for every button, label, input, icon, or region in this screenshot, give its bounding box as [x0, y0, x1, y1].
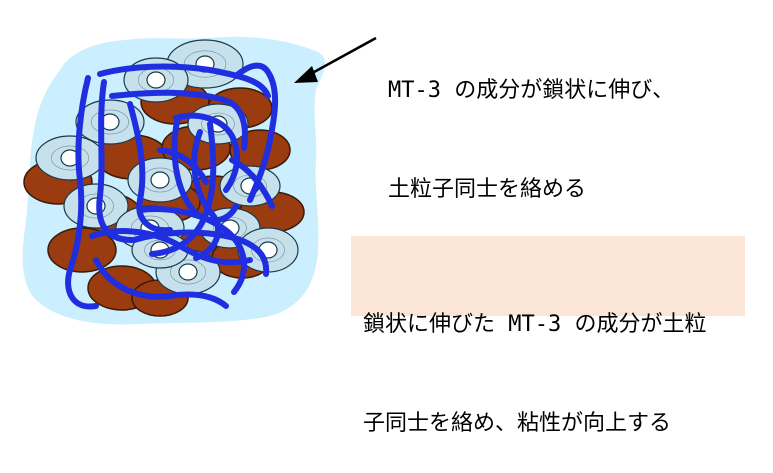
grain-ring	[201, 112, 235, 136]
polymer-chain	[93, 257, 229, 309]
polymer-chain	[157, 147, 209, 185]
callout-arrowhead	[294, 66, 318, 83]
grain-hole	[178, 263, 198, 281]
polymer-chain	[96, 79, 135, 243]
polymer-chain	[137, 206, 248, 295]
callout-arrow-line	[304, 36, 377, 79]
polymer-chains	[65, 62, 279, 310]
polymer-chain	[65, 75, 99, 310]
grain-hole	[150, 171, 170, 189]
polymer-chain	[191, 129, 222, 261]
grain-ring	[183, 50, 227, 78]
grain-hole	[146, 71, 166, 89]
polymer-chain	[149, 121, 217, 257]
grain	[35, 135, 105, 181]
polymer-chain	[173, 112, 241, 193]
polymer-chain	[127, 101, 173, 234]
top-callout: MT-3 の成分が鎖状に伸び、 土粒子同士を絡める	[388, 8, 748, 239]
box-callout-line2: 子同士を絡め、粘性が向上する	[363, 411, 672, 436]
grain	[75, 99, 145, 145]
polymer-chain	[89, 228, 253, 266]
grain-ring	[50, 145, 90, 171]
polymer-chain	[109, 89, 248, 151]
top-callout-line1: MT-3 の成分が鎖状に伸び、	[388, 78, 675, 103]
polymer-chain	[171, 115, 239, 224]
polymer-chain	[233, 62, 279, 203]
box-callout: 鎖状に伸びた MT-3 の成分が土粒 子同士を絡め、粘性が向上する	[351, 236, 745, 436]
polymer-chain	[229, 157, 275, 209]
grain-ring	[91, 109, 130, 135]
box-callout-line1: 鎖状に伸びた MT-3 の成分が土粒	[363, 312, 707, 337]
grain-ring	[170, 259, 206, 285]
particle-diagram	[22, 36, 377, 325]
top-callout-line2: 土粒子同士を絡める	[388, 177, 587, 202]
polymer-chain	[97, 63, 271, 99]
polymer-chain	[131, 229, 270, 277]
